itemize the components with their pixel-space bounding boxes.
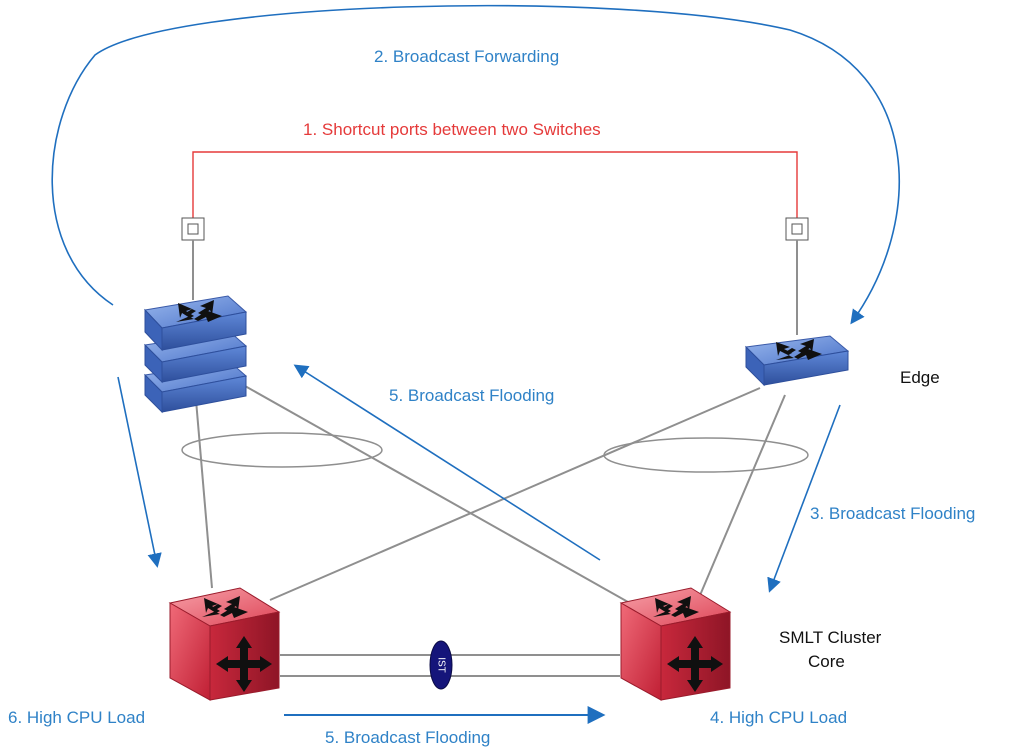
four-way-arrow-icon [216,636,272,692]
core-switch-right[interactable] [619,587,732,701]
router-arrows-icon [776,339,822,360]
router-arrows-icon [202,596,248,618]
flow-arrow-left-down [117,376,162,568]
label-shortcut-ports: 1. Shortcut ports between two Switches [303,120,601,139]
label-core: Core [808,652,845,671]
shortcut-port-right [785,217,809,241]
edge-switch-stack[interactable] [143,295,248,414]
label-flooding-right: 3. Broadcast Flooding [810,504,975,523]
mlt-group-right [603,437,809,473]
mlt-group-left [181,432,383,468]
flow-arrow-diagonal-up [293,364,601,561]
label-cpu-load-right: 4. High CPU Load [710,708,847,727]
four-way-arrow-icon [667,636,723,692]
smlt-links [195,385,786,621]
label-cpu-load-left: 6. High CPU Load [8,708,145,727]
label-edge: Edge [900,368,940,387]
router-arrows-icon [653,596,699,618]
ist-label: IST [435,657,446,673]
label-broadcast-forwarding: 2. Broadcast Forwarding [374,47,559,66]
flow-arrow-right-down [767,404,841,593]
shortcut-port-left [181,217,205,241]
label-smlt-cluster: SMLT Cluster [779,628,882,647]
broadcast-forwarding-curve [51,4,900,325]
edge-switch-single[interactable] [744,335,850,387]
label-flooding-bottom: 5. Broadcast Flooding [325,728,490,747]
ist-badge [429,640,453,690]
shortcut-link [192,151,798,228]
router-arrows-icon [176,300,222,322]
label-flooding-middle: 5. Broadcast Flooding [389,386,554,405]
core-switch-left[interactable] [168,587,281,701]
